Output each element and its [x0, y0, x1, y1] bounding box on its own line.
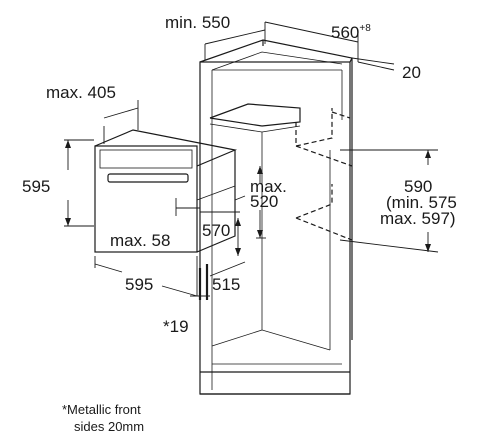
label-max-520-line2: 520 [250, 192, 278, 211]
label-590-line2: (min. 575 [386, 193, 457, 212]
label-width-595: 595 [125, 275, 153, 294]
label-max-405: max. 405 [46, 83, 116, 102]
footnote-line1: *Metallic front [62, 402, 141, 417]
dimension-lines [64, 21, 439, 300]
label-max-58: max. 58 [110, 231, 170, 250]
label-min-550: min. 550 [165, 13, 230, 32]
oven-unit [94, 129, 246, 253]
label-590-line1: 590 [404, 177, 432, 196]
label-20: 20 [402, 63, 421, 82]
oven-niche-dashed [295, 108, 353, 241]
label-max-520-line1: max. [250, 177, 287, 196]
label-570: 570 [202, 221, 230, 240]
label-560: 560+8 [331, 23, 371, 42]
label-height-595: 595 [22, 177, 50, 196]
label-star-19: *19 [163, 317, 189, 336]
dimension-arrows [65, 140, 431, 256]
tall-cabinet [199, 39, 353, 395]
footnote-line2: sides 20mm [74, 419, 144, 434]
label-515: 515 [212, 275, 240, 294]
label-590-line3: max. 597) [380, 209, 456, 228]
